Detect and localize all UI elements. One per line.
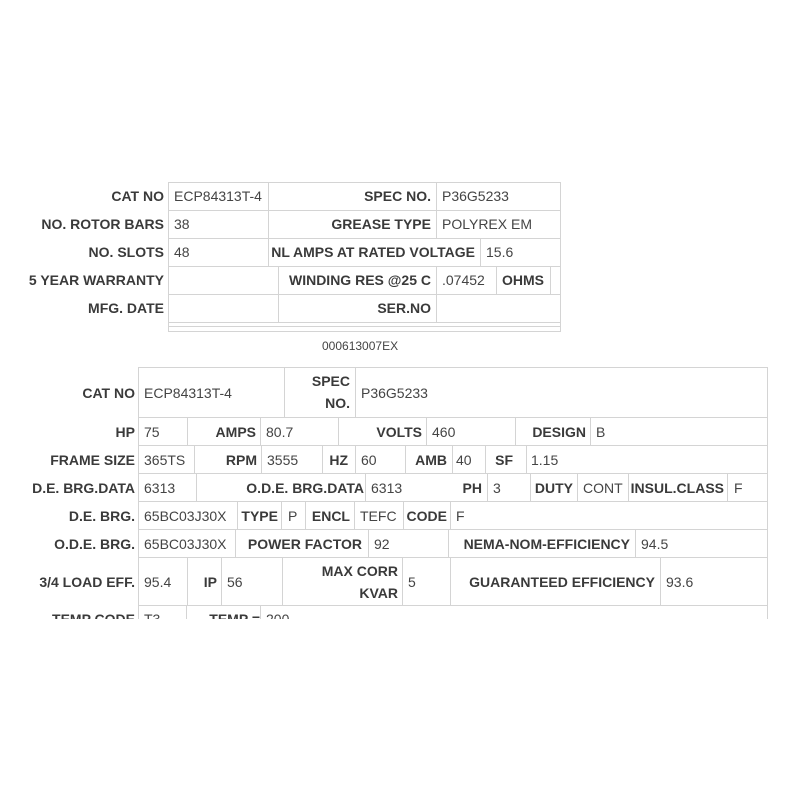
de-brg-data-label: D.E. BRG.DATA — [32, 480, 135, 496]
nema-efficiency-label: NEMA-NOM-EFFICIENCY — [463, 536, 630, 552]
duty-label: DUTY — [534, 480, 573, 496]
encl-label: ENCL — [311, 508, 350, 524]
frame-size-value: 365TS — [144, 452, 186, 468]
guaranteed-efficiency-label: GUARANTEED EFFICIENCY — [469, 574, 655, 590]
cat-no-label: CAT NO — [111, 188, 164, 204]
load-eff-value: 95.4 — [144, 574, 172, 590]
spec-no-value: P36G5233 — [442, 188, 509, 204]
rpm-label: RPM — [225, 452, 257, 468]
encl-value: TEFC — [360, 508, 397, 524]
nl-amps-value: 15.6 — [486, 244, 514, 260]
temp-code-label: TEMP CODE — [52, 611, 135, 619]
b-spec-no-label: SPEC NO. — [311, 373, 350, 411]
rotor-bars-label: NO. ROTOR BARS — [41, 216, 164, 232]
b-spec-no-value: P36G5233 — [361, 385, 428, 401]
cat-no-value: ECP84313T-4 — [174, 188, 262, 204]
nameplate-view: CAT NO ECP84313T-4 SPEC NO. P36G5233 NO.… — [28, 182, 768, 619]
amb-value: 40 — [456, 452, 472, 468]
insul-class-label: INSUL.CLASS — [630, 480, 724, 496]
de-brg-data-value: 6313 — [144, 480, 176, 496]
nema-efficiency-value: 94.5 — [641, 536, 669, 552]
slots-value: 48 — [174, 244, 190, 260]
winding-res-label: WINDING RES @25 C — [288, 272, 431, 288]
ode-brg-data-label: O.D.E. BRG.DATA — [246, 480, 364, 496]
load-eff-label: 3/4 LOAD EFF. — [39, 574, 135, 590]
design-label: DESIGN — [532, 424, 586, 440]
ser-no-label: SER.NO — [377, 300, 431, 316]
hp-value: 75 — [144, 424, 160, 440]
type-value: P — [288, 508, 298, 524]
serial-number: 000613007EX — [322, 339, 399, 353]
amps-value: 80.7 — [266, 424, 294, 440]
duty-value: CONT — [583, 480, 623, 496]
rpm-value: 3555 — [267, 452, 299, 468]
amb-label: AMB — [415, 452, 447, 468]
nl-amps-label: NL AMPS AT RATED VOLTAGE — [271, 244, 475, 260]
de-brg-label: D.E. BRG. — [68, 508, 135, 524]
b-cat-no-label: CAT NO — [82, 385, 135, 401]
winding-res-value: .07452 — [442, 272, 485, 288]
sf-value: 1.15 — [531, 452, 559, 468]
grease-type-label: GREASE TYPE — [331, 216, 431, 232]
mfg-date-label: MFG. DATE — [88, 300, 164, 316]
power-factor-label: POWER FACTOR — [247, 536, 362, 552]
amps-label: AMPS — [215, 424, 256, 440]
ode-brg-value: 65BC03J30X — [144, 536, 227, 552]
frame-size-label: FRAME SIZE — [50, 452, 135, 468]
ohms-label: OHMS — [502, 272, 544, 288]
sf-label: SF — [495, 452, 513, 468]
insul-class-value: F — [734, 480, 743, 496]
rotor-bars-value: 38 — [174, 216, 190, 232]
ode-brg-data-value: 6313 — [371, 480, 403, 496]
b-cat-no-value: ECP84313T-4 — [144, 385, 232, 401]
temp-code-value: T3 — [144, 611, 161, 619]
code-label: CODE — [406, 508, 447, 524]
temp-value: 200 — [266, 611, 290, 619]
slots-label: NO. SLOTS — [88, 244, 164, 260]
de-brg-value: 65BC03J30X — [144, 508, 227, 524]
type-label: TYPE — [241, 508, 278, 524]
max-corr-kvar-label: MAX CORR KVAR — [321, 563, 398, 601]
ip-value: 56 — [227, 574, 243, 590]
ph-value: 3 — [493, 480, 501, 496]
design-value: B — [596, 424, 606, 440]
volts-value: 460 — [432, 424, 456, 440]
max-corr-value: 5 — [408, 574, 416, 590]
hz-label: HZ — [329, 452, 348, 468]
ip-label: IP — [203, 574, 217, 590]
ode-brg-label: O.D.E. BRG. — [54, 536, 135, 552]
volts-label: VOLTS — [376, 424, 422, 440]
code-value: F — [456, 508, 465, 524]
ph-label: PH — [462, 480, 482, 496]
guaranteed-efficiency-value: 93.6 — [666, 574, 694, 590]
grease-type-value: POLYREX EM — [442, 216, 532, 232]
warranty-label: 5 YEAR WARRANTY — [28, 272, 164, 288]
hz-value: 60 — [361, 452, 377, 468]
temp-label: TEMP = — [209, 611, 260, 619]
power-factor-value: 92 — [374, 536, 390, 552]
hp-label: HP — [115, 424, 135, 440]
spec-no-label: SPEC NO. — [364, 188, 431, 204]
